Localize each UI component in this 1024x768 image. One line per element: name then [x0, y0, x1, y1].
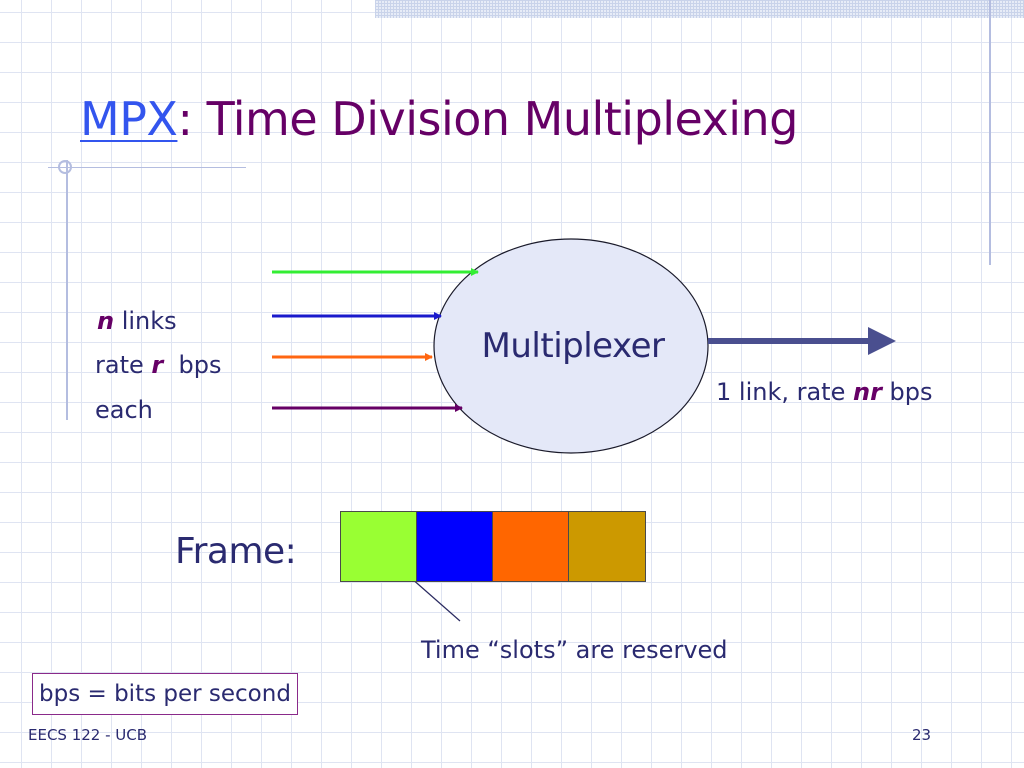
mpx-link[interactable]: MPX: [80, 92, 178, 146]
multiplexer-node: [433, 238, 709, 454]
bps-definition-box: bps = bits per second: [32, 673, 298, 715]
time-slot-3: [493, 512, 569, 581]
r-variable: r: [151, 351, 164, 379]
multiplexer-label: Multiplexer: [481, 326, 665, 366]
title-text: : Time Division Multiplexing: [177, 92, 798, 146]
slide-title: MPX: Time Division Multiplexing: [80, 92, 798, 146]
time-slot-4: [569, 512, 645, 581]
n-variable: n: [97, 307, 115, 335]
decorative-vertical-line-left: [66, 160, 68, 420]
decorative-title-underline: [48, 167, 246, 168]
decorative-circle-icon: [58, 160, 72, 174]
decorative-vertical-line-right: [989, 0, 991, 265]
nr-variable: nr: [852, 378, 882, 406]
input-label-line1: n links: [97, 307, 177, 335]
slide-number: 23: [912, 726, 932, 744]
input-label-line3: each: [95, 396, 153, 424]
tdm-frame: [340, 511, 646, 582]
frame-label: Frame:: [175, 531, 297, 572]
slots-caption: Time “slots” are reserved: [421, 636, 728, 664]
output-label: 1 link, rate nr bps: [716, 378, 933, 406]
decorative-top-band: [375, 0, 1024, 18]
footer-course: EECS 122 - UCB: [28, 726, 148, 744]
time-slot-1: [341, 512, 417, 581]
time-slot-2: [417, 512, 493, 581]
output-arrowhead-icon: [868, 327, 896, 355]
input-label-line2: rate r bps: [95, 351, 222, 379]
